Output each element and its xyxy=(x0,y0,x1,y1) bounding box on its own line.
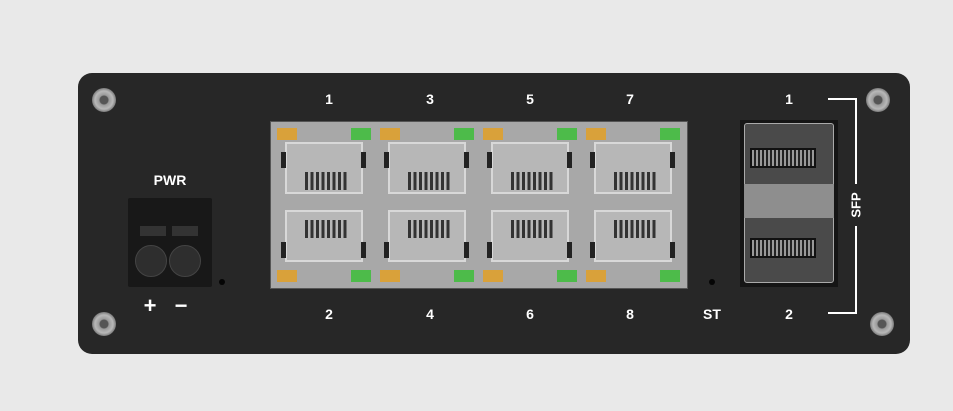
activity-led xyxy=(483,128,503,140)
ethernet-port-3[interactable] xyxy=(378,124,476,204)
sfp-port-1[interactable] xyxy=(750,148,816,168)
ethernet-port-5[interactable] xyxy=(481,124,579,204)
screw-icon xyxy=(870,312,894,336)
link-led xyxy=(660,128,680,140)
ethernet-port-label: 8 xyxy=(626,306,634,322)
ethernet-port-label: 4 xyxy=(426,306,434,322)
ethernet-port-label: 5 xyxy=(526,91,534,107)
link-led xyxy=(454,128,474,140)
activity-led xyxy=(483,270,503,282)
status-label: ST xyxy=(703,306,721,322)
sfp-port-1-label: 1 xyxy=(785,91,793,107)
ethernet-port-label: 7 xyxy=(626,91,634,107)
activity-led xyxy=(277,270,297,282)
activity-led xyxy=(380,270,400,282)
ethernet-port-8[interactable] xyxy=(584,206,682,286)
activity-led xyxy=(380,128,400,140)
sfp-cage xyxy=(740,120,838,287)
ethernet-port-label: 3 xyxy=(426,91,434,107)
ethernet-port-1[interactable] xyxy=(275,124,373,204)
screw-icon xyxy=(92,312,116,336)
ethernet-port-block xyxy=(270,121,688,289)
power-minus-label: − xyxy=(174,293,188,318)
activity-led xyxy=(586,270,606,282)
sfp-bracket xyxy=(855,226,857,314)
ethernet-port-label: 2 xyxy=(325,306,333,322)
screw-icon xyxy=(866,88,890,112)
sfp-port-2[interactable] xyxy=(750,238,816,258)
ethernet-port-7[interactable] xyxy=(584,124,682,204)
sfp-bracket xyxy=(855,98,857,184)
ethernet-port-4[interactable] xyxy=(378,206,476,286)
activity-led xyxy=(277,128,297,140)
ethernet-port-2[interactable] xyxy=(275,206,373,286)
ethernet-port-label: 1 xyxy=(325,91,333,107)
sfp-bracket xyxy=(828,98,857,100)
screw-icon xyxy=(92,88,116,112)
link-led xyxy=(557,270,577,282)
ethernet-port-label: 6 xyxy=(526,306,534,322)
ethernet-port-6[interactable] xyxy=(481,206,579,286)
power-plus-label: + xyxy=(143,293,157,318)
activity-led xyxy=(586,128,606,140)
power-terminal-block xyxy=(128,198,212,287)
sfp-label: SFP xyxy=(848,192,864,218)
status-led xyxy=(709,279,715,285)
link-led xyxy=(454,270,474,282)
link-led xyxy=(351,128,371,140)
power-indicator-led xyxy=(219,279,225,285)
link-led xyxy=(557,128,577,140)
link-led xyxy=(660,270,680,282)
link-led xyxy=(351,270,371,282)
sfp-port-2-label: 2 xyxy=(785,306,793,322)
sfp-bracket xyxy=(828,312,857,314)
power-label: PWR xyxy=(153,172,187,188)
